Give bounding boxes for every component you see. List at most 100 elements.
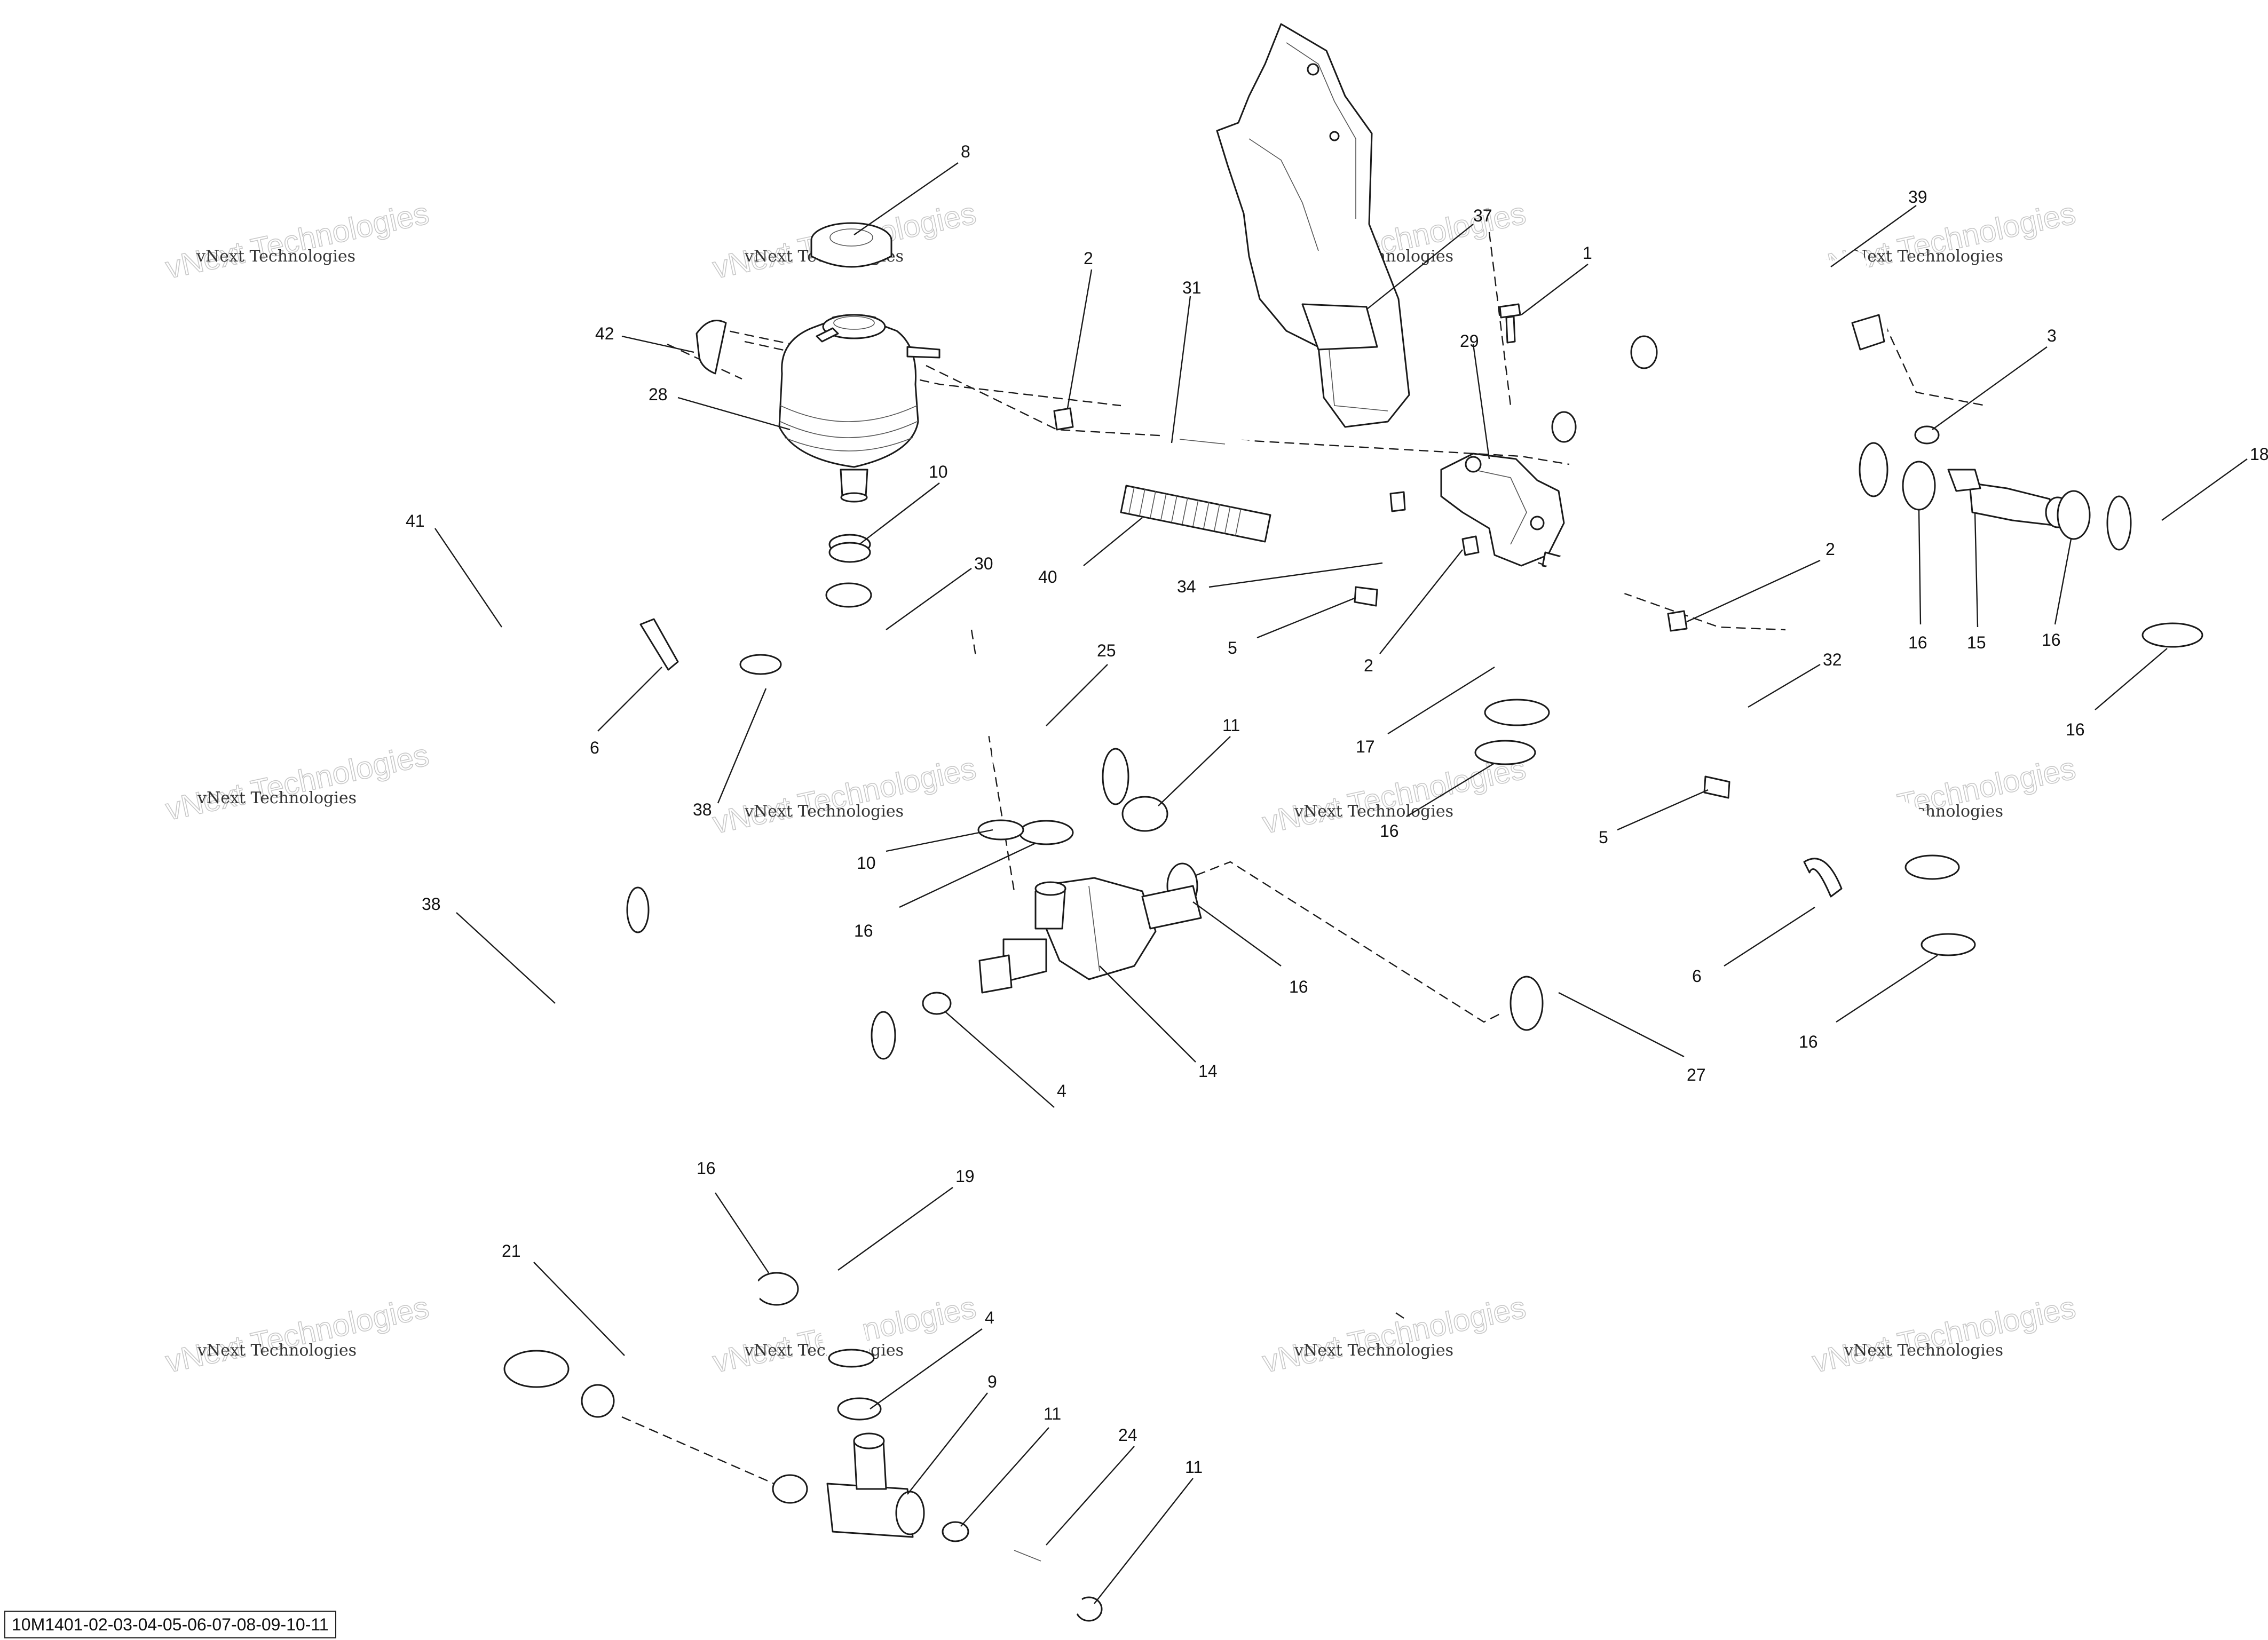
callout-2: 2 (1364, 549, 1463, 675)
pressure-cap-8 (810, 222, 892, 268)
svg-text:vNext Technologies: vNext Technologies (197, 1341, 357, 1360)
callout-16: 16 (697, 1159, 769, 1273)
clamp-11 (1121, 796, 1168, 832)
svg-text:16: 16 (697, 1159, 716, 1178)
hose-30 (825, 576, 1007, 736)
callout-2: 2 (1686, 540, 1835, 623)
clamp-4 (837, 1397, 882, 1421)
svg-text:16: 16 (1799, 1032, 1818, 1051)
callout-11: 11 (960, 1404, 1061, 1527)
figure-reference-label: 10M1401-02-03-04-05-06-07-08-09-10-11 (4, 1611, 336, 1638)
callout-42: 42 (595, 324, 694, 353)
clamp-6 (1803, 858, 1843, 898)
callout-16: 16 (1908, 509, 1927, 652)
hose-17 (1484, 431, 1900, 742)
thermostat-tee-14 (978, 877, 1202, 994)
watermark: vNext Technologies vNext Technologies (1259, 1289, 1529, 1380)
svg-text:vNext Technologies: vNext Technologies (1294, 802, 1453, 821)
callout-38: 38 (422, 894, 556, 1004)
callout-37: 37 (1366, 206, 1492, 310)
svg-text:3: 3 (2047, 326, 2057, 345)
callout-16: 16 (1799, 954, 1938, 1051)
callout-16: 16 (1395, 1312, 1404, 1319)
svg-text:29: 29 (1460, 331, 1479, 351)
callout-41: 41 (406, 511, 502, 628)
svg-text:2: 2 (1826, 540, 1835, 559)
callout-24: 24 (1046, 1425, 1137, 1546)
svg-text:vNext Technologies: vNext Technologies (1809, 1290, 2079, 1380)
callout-16: 16 (2042, 538, 2072, 649)
assembly-line (926, 365, 1570, 465)
clamp-16 (1921, 933, 1976, 956)
svg-text:16: 16 (854, 921, 873, 940)
svg-text:28: 28 (649, 385, 668, 404)
clamp-2 (1461, 535, 1480, 556)
svg-text:2: 2 (1084, 249, 1093, 268)
watermark: vNext Technologies vNext Technologies (162, 737, 432, 828)
svg-text:14: 14 (1198, 1061, 1218, 1081)
svg-text:16: 16 (1908, 633, 1927, 652)
svg-text:4: 4 (985, 1308, 994, 1327)
svg-text:6: 6 (590, 738, 599, 757)
callout-16: 16 (2066, 648, 2168, 739)
svg-text:4: 4 (1057, 1081, 1066, 1100)
callout-39: 39 (1830, 187, 1927, 267)
svg-text:38: 38 (693, 800, 712, 819)
svg-text:vNext Technologies: vNext Technologies (1844, 1341, 2003, 1360)
hose-27 (1502, 786, 1960, 1031)
callout-15: 15 (1967, 512, 1986, 652)
callout-8: 8 (854, 142, 970, 235)
tee-fitting-9 (826, 1432, 925, 1538)
fitting-15 (1947, 469, 2071, 528)
svg-text:16: 16 (2066, 720, 2085, 739)
hose-32 (1697, 629, 1758, 769)
coolant-reservoir-28 (778, 314, 941, 503)
svg-text:42: 42 (595, 324, 614, 343)
svg-text:vNext Technologies: vNext Technologies (744, 802, 904, 821)
callout-4: 4 (944, 1011, 1066, 1108)
callout-40: 40 (1038, 517, 1143, 587)
hose-21 (503, 1267, 761, 1418)
tube-41 (462, 491, 753, 646)
svg-text:25: 25 (1097, 641, 1116, 660)
clamp-2 (1667, 610, 1688, 632)
hose-19 (774, 1011, 902, 1377)
elbow-34 (1372, 518, 1457, 574)
hose-38-upper (739, 646, 906, 768)
callout-10: 10 (857, 829, 993, 873)
watermark: vNext Technologies vNext Technologies (162, 195, 432, 286)
svg-text:10: 10 (857, 853, 876, 873)
svg-text:vNext Technologies: vNext Technologies (163, 196, 432, 286)
svg-text:40: 40 (1038, 567, 1057, 587)
clamp-16 (1474, 740, 1536, 765)
clamp-16 (2057, 490, 2091, 540)
callout-4: 4 (870, 1308, 994, 1409)
callout-1: 1 (1521, 243, 1592, 315)
clamp-10 (977, 819, 1024, 841)
svg-text:38: 38 (422, 894, 441, 914)
callout-18: 18 (2161, 445, 2268, 521)
clamp-6 (639, 618, 679, 671)
tube-31 (1161, 430, 1353, 534)
fitting-3 (1914, 425, 1940, 445)
svg-text:34: 34 (1177, 577, 1196, 596)
callout-16: 16 (854, 842, 1036, 940)
callout-38: 38 (693, 688, 767, 819)
svg-text:10: 10 (929, 462, 948, 481)
svg-text:21: 21 (502, 1241, 521, 1261)
callout-16: 16 (1380, 762, 1495, 841)
callout-11: 11 (1158, 716, 1240, 806)
svg-text:2: 2 (1364, 656, 1373, 675)
callout-21: 21 (502, 1241, 625, 1356)
svg-text:24: 24 (1118, 1425, 1137, 1445)
svg-text:31: 31 (1182, 278, 1202, 297)
callout-16: 16 (1192, 901, 1308, 996)
callout-30: 30 (886, 554, 993, 630)
svg-text:39: 39 (1908, 187, 1927, 207)
clamp-4 (922, 992, 952, 1015)
callout-34: 34 (1177, 562, 1383, 596)
hose-39 (1630, 250, 1866, 369)
clip-42 (696, 320, 727, 375)
svg-text:8: 8 (961, 142, 970, 161)
